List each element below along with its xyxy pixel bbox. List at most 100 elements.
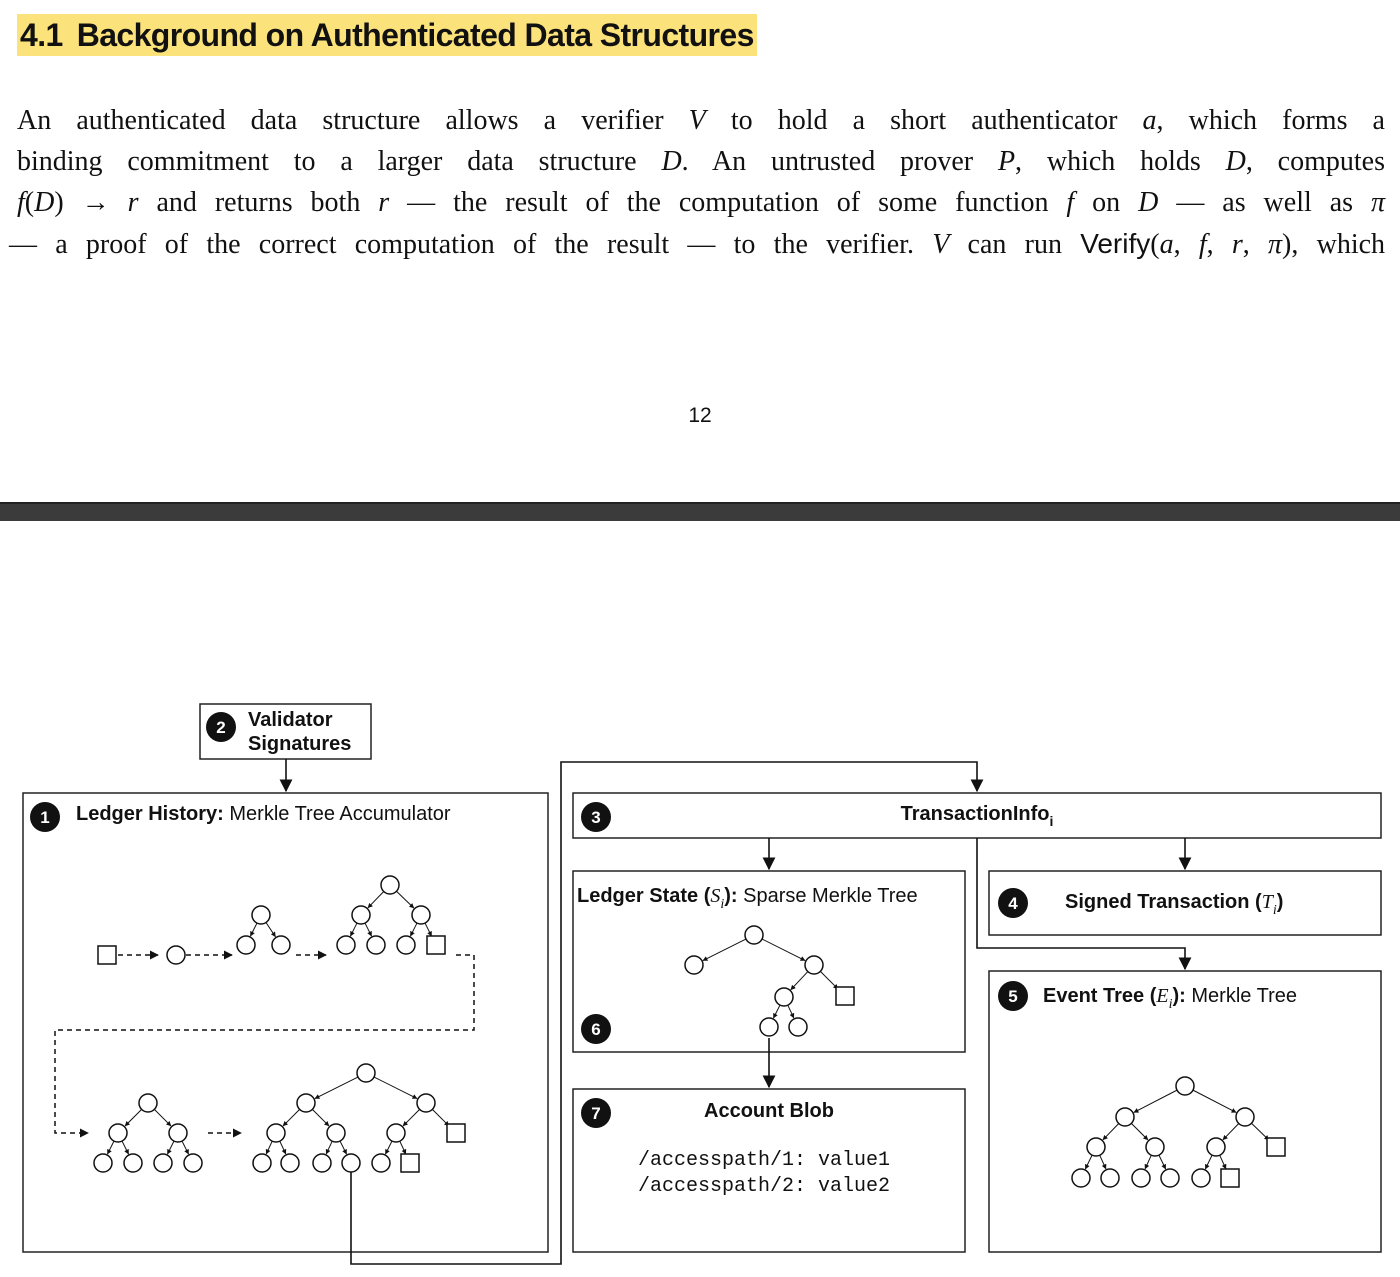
tree-edge (181, 1140, 189, 1155)
dashed-arrow (54, 954, 475, 1138)
paragraph-text: can run (949, 229, 1081, 260)
badge-2-number: 2 (216, 718, 225, 737)
math-symbol: V (688, 105, 706, 136)
math-symbol: V (932, 229, 950, 260)
signed-transaction-box (988, 870, 1382, 936)
paragraph-text: to hold a short authenticator (705, 105, 1143, 136)
paragraph-text: , (1206, 229, 1232, 260)
paragraph-text: on (1074, 187, 1139, 218)
event-tree-title-bold: Event Tree ( (1043, 985, 1157, 1007)
event-tree-close: ): (1173, 985, 1186, 1007)
tree-node (280, 1153, 300, 1173)
accumulator-to-transactioninfo-connector (350, 761, 984, 1265)
tree-node (183, 1153, 203, 1173)
tree-edge (373, 1076, 418, 1099)
tree-node (380, 875, 400, 895)
paragraph-text: ( (24, 187, 35, 218)
event-tree-sub: i (1169, 997, 1173, 1012)
tree-node (1115, 1107, 1135, 1127)
tree-node (236, 935, 256, 955)
tree-node (351, 905, 371, 925)
paragraph-text: , (1242, 229, 1269, 260)
tree-edge (312, 1109, 330, 1127)
transaction-info-label: TransactionInfo (901, 803, 1050, 825)
account-blob-box (572, 1088, 966, 1253)
section-number: 4.1 (20, 17, 63, 53)
badge-5-number: 5 (1008, 987, 1017, 1006)
tree-node (366, 935, 386, 955)
tree-edge (1099, 1154, 1107, 1170)
tree-edge (424, 922, 432, 937)
tree-node (1131, 1168, 1151, 1188)
ledger-history-title: Ledger History: Merkle Tree Accumulator (76, 803, 451, 825)
tree-edge (1222, 1123, 1240, 1141)
ledger-state-sub: i (720, 897, 724, 912)
tree-edge (702, 938, 747, 961)
tree-node (153, 1153, 173, 1173)
tree-node (1086, 1137, 1106, 1157)
tree-edge (364, 922, 372, 937)
paragraph-text: ( (1150, 229, 1160, 260)
ledger-history-box (22, 792, 549, 1253)
math-symbol: a (1159, 229, 1174, 260)
tree-node (411, 905, 431, 925)
tree-edge (396, 890, 415, 909)
tree-edge (1204, 1154, 1213, 1170)
badge-6 (581, 1014, 611, 1044)
badge-5 (998, 981, 1028, 1011)
badge-7-number: 7 (591, 1104, 600, 1123)
paragraph-text: — as well as (1158, 187, 1371, 218)
paragraph-text: , (1173, 229, 1199, 260)
ledger-structure-figure: 2 1 3 4 5 6 7 Validator Signatures Ledge… (22, 703, 1382, 1265)
tree-edge (1133, 1089, 1178, 1113)
tree-node (804, 955, 824, 975)
tree-node (108, 1123, 128, 1143)
validator-label-line2: Signatures (248, 733, 351, 755)
tree-node (1206, 1137, 1226, 1157)
paragraph-text: — the result of the computation of some … (389, 187, 1067, 218)
tree-node (744, 925, 764, 945)
paragraph-text: , which holds (1015, 146, 1226, 177)
paragraph-line: f(D) → r and returns both r — the result… (17, 182, 1385, 223)
math-symbol: D (34, 187, 55, 218)
transaction-info-title: TransactionInfoi (901, 803, 1054, 829)
tree-edge (787, 1004, 795, 1019)
transactioninfo-to-event-tree-arrow (976, 838, 1192, 971)
tree-edge (265, 1140, 273, 1155)
badge-7 (581, 1098, 611, 1128)
tree-node (1175, 1076, 1195, 1096)
accumulator-growth-sequence (54, 945, 475, 1138)
tree-node (271, 935, 291, 955)
tree-edge (314, 1076, 359, 1099)
tree-edge (279, 1140, 287, 1155)
signed-transaction-close: ) (1277, 891, 1284, 913)
tree-edge (1084, 1154, 1093, 1170)
ledger-state-close: ): (724, 885, 737, 907)
tree-node (1100, 1168, 1120, 1188)
account-blob-entry-1: /accesspath/1: value1 (638, 1149, 890, 1172)
tree-node (684, 955, 704, 975)
badge-3-number: 3 (591, 808, 600, 827)
paragraph-line: binding commitment to a larger data stru… (17, 141, 1385, 182)
badge-4-number: 4 (1008, 894, 1018, 913)
math-symbol: P (997, 146, 1016, 177)
verify-function: Verify (1080, 228, 1151, 259)
leaf-square (97, 945, 117, 965)
validator-label-line1: Validator (248, 709, 333, 731)
tree-edge (773, 1004, 781, 1019)
math-symbol: r (1231, 229, 1243, 260)
account-blob-entry-2: /accesspath/2: value2 (638, 1175, 890, 1198)
tree-edge (265, 922, 276, 938)
math-symbol: f (1198, 229, 1207, 260)
math-symbol: r (127, 187, 139, 218)
leaf-square (400, 1153, 420, 1173)
tree-node (166, 945, 186, 965)
page-number: 12 (688, 404, 712, 427)
math-symbol: π (1268, 229, 1283, 260)
paragraph-text: An authenticated data structure allows a… (17, 105, 689, 136)
tree-edge (1192, 1089, 1237, 1113)
math-symbol: r (378, 187, 390, 218)
tree-node (416, 1093, 436, 1113)
tree-node (1235, 1107, 1255, 1127)
